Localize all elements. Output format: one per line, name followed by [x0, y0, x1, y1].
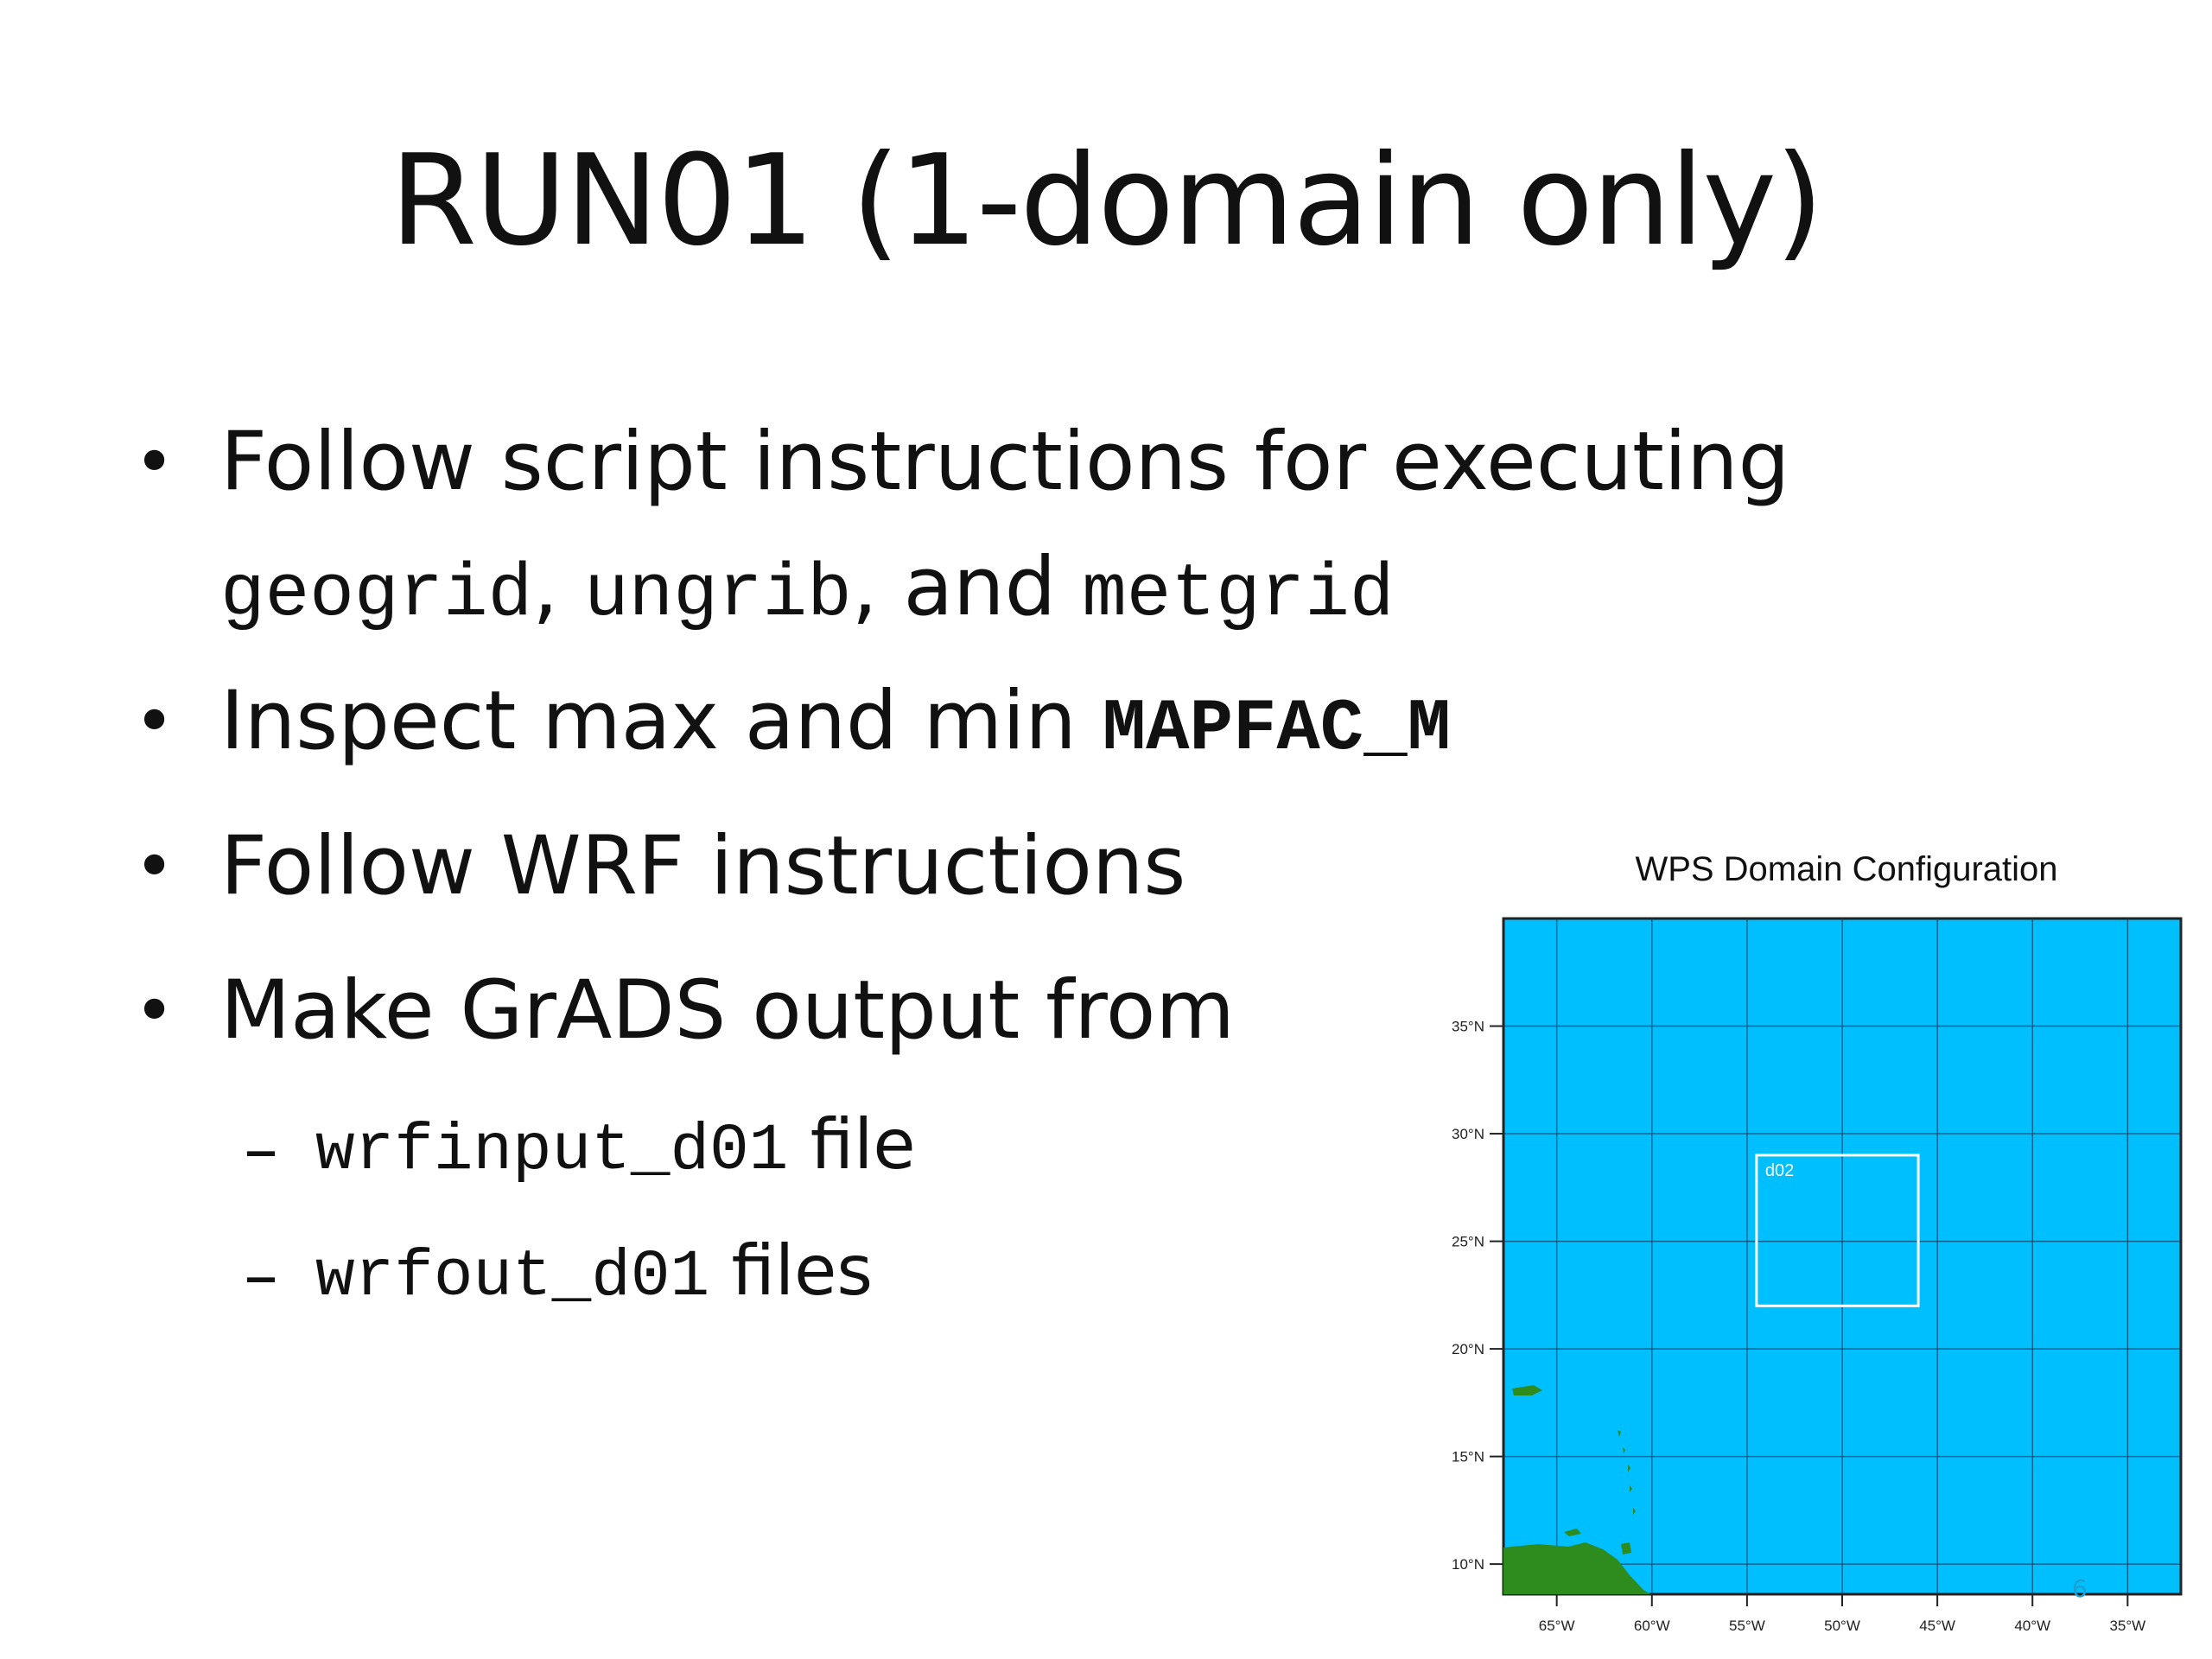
separator: , and: [851, 540, 1083, 634]
longitude-axis: 65°W 60°W 55°W 50°W 45°W 40°W 35°W: [1539, 1594, 2145, 1634]
land-small-island: [1621, 1542, 1631, 1554]
lat-tick-label: 15°N: [1452, 1449, 1484, 1465]
sub-bullet-dash: –: [244, 1109, 278, 1189]
lon-tick-label: 60°W: [1634, 1618, 1670, 1634]
map-title: WPS Domain Configuration: [1635, 850, 2057, 888]
lat-tick-label: 10°N: [1452, 1556, 1484, 1573]
nest-label: d02: [1765, 1161, 1794, 1180]
slide-title: RUN01 (1-domain only): [390, 128, 1824, 274]
bullet-dot: •: [134, 681, 175, 761]
sub-bullet-dash: –: [244, 1235, 278, 1315]
lon-tick-label: 40°W: [2014, 1618, 2050, 1634]
separator: ,: [532, 540, 585, 634]
bullet-dot: •: [134, 826, 175, 906]
lat-tick-label: 25°N: [1452, 1234, 1484, 1250]
page-number: 6: [2072, 1574, 2088, 1603]
lat-tick-label: 35°N: [1452, 1019, 1484, 1035]
graticule: [1503, 918, 2181, 1594]
code-wrfout-d01: wrfout_d01: [315, 1240, 710, 1314]
lat-tick-label: 30°N: [1452, 1126, 1484, 1142]
land-south-america: [1503, 1542, 1650, 1594]
lon-tick-label: 35°W: [2109, 1618, 2145, 1634]
lat-tick-label: 20°N: [1452, 1341, 1484, 1357]
bullet-text: Inspect max and min: [220, 674, 1103, 768]
lon-tick-label: 50°W: [1824, 1618, 1860, 1634]
bullet-item-1: Follow script instructions for executing: [220, 422, 1789, 503]
code-wrfinput-d01: wrfinput_d01: [315, 1114, 789, 1188]
nest-box-outline: [1755, 1154, 1920, 1307]
code-ungrib: ungrib: [584, 552, 852, 637]
bullet-text: Follow WRF instructions: [220, 819, 1186, 913]
sub-bullet-item-2: wrfout_d01 files: [315, 1236, 873, 1311]
lon-tick-label: 45°W: [1919, 1618, 1955, 1634]
bullet-item-1-cont: geogrid, ungrib, and metgrid: [220, 547, 1394, 632]
sub-bullet-text: file: [788, 1104, 916, 1185]
bullet-dot: •: [134, 970, 175, 1051]
lon-tick-label: 65°W: [1539, 1618, 1575, 1634]
sub-bullet-text: files: [709, 1230, 874, 1311]
bullet-dot: •: [134, 422, 175, 502]
lon-tick-label: 55°W: [1729, 1618, 1765, 1634]
bullet-text: Make GrADS output from: [220, 963, 1235, 1058]
code-metgrid: metgrid: [1082, 552, 1395, 637]
sub-bullet-item-1: wrfinput_d01 file: [315, 1110, 916, 1185]
wps-domain-map: WPS Domain Configuration d02 35°N 30°N 25°…: [1417, 842, 2212, 1659]
land-masses: [1503, 1385, 1650, 1594]
bullet-item-4: Make GrADS output from: [220, 970, 1235, 1052]
nested-domain-d02: d02: [1755, 1154, 1920, 1307]
bullet-item-3: Follow WRF instructions: [220, 826, 1185, 907]
code-geogrid: geogrid: [220, 552, 533, 637]
bullet-text: Follow script instructions for executing: [220, 415, 1790, 509]
map-canvas: WPS Domain Configuration d02 35°N 30°N 25°…: [1452, 850, 2183, 1634]
land-small-island: [1564, 1529, 1581, 1536]
latitude-axis: 35°N 30°N 25°N 20°N 15°N 10°N: [1452, 1019, 1503, 1573]
land-caribbean-island: [1512, 1385, 1542, 1395]
code-mapfac-m: MAPFAC_M: [1102, 689, 1452, 771]
bullet-item-2: Inspect max and min MAPFAC_M: [220, 681, 1451, 766]
